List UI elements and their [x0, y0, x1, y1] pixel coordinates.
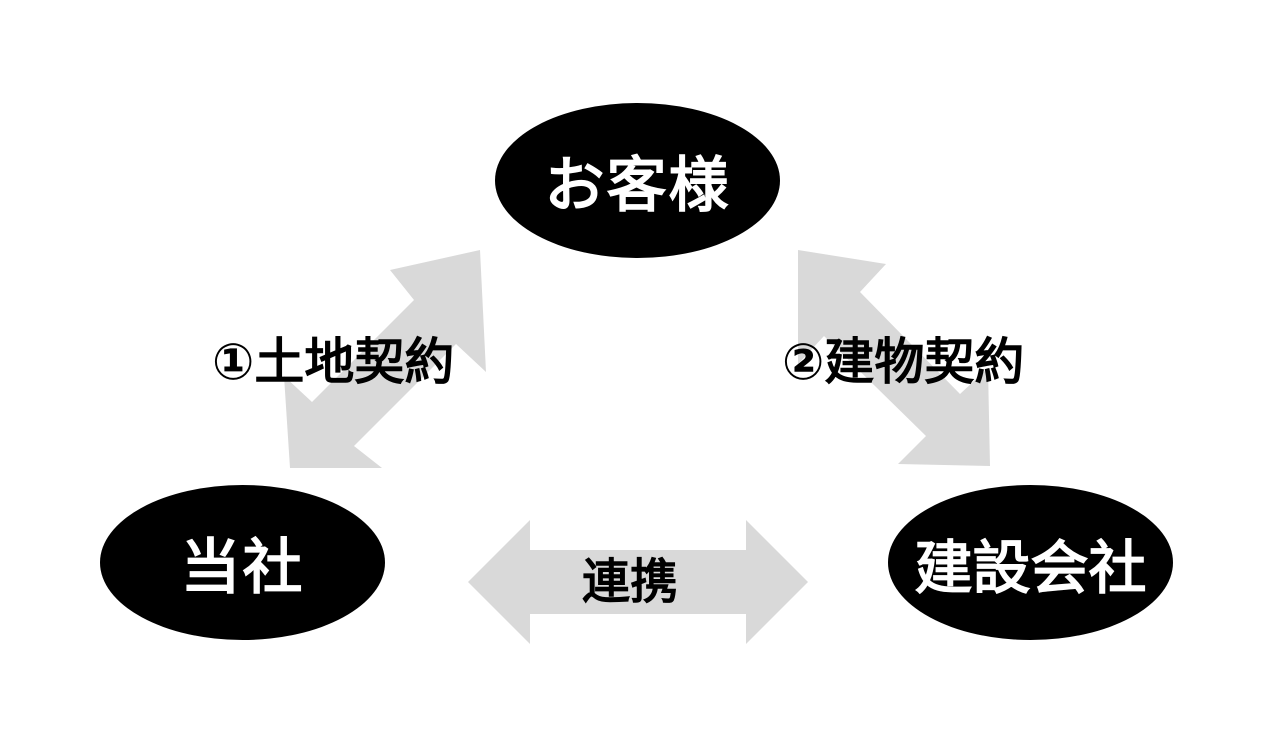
customer-label: お客様 [544, 151, 731, 221]
builder-label: 建設会社 [914, 533, 1147, 602]
company-node: 当社 [100, 485, 385, 640]
building-contract-label: ②建物契約 [782, 333, 1025, 391]
land-contract-label: ①土地契約 [212, 333, 455, 391]
land-contract-arrow [284, 250, 486, 468]
builder-node: 建設会社 [888, 485, 1173, 640]
customer-node: お客様 [495, 103, 780, 258]
company-label: 当社 [180, 533, 305, 603]
cooperation-label: 連携 [582, 554, 679, 610]
cooperation-arrow [468, 520, 808, 644]
building-contract-arrow [798, 250, 990, 466]
